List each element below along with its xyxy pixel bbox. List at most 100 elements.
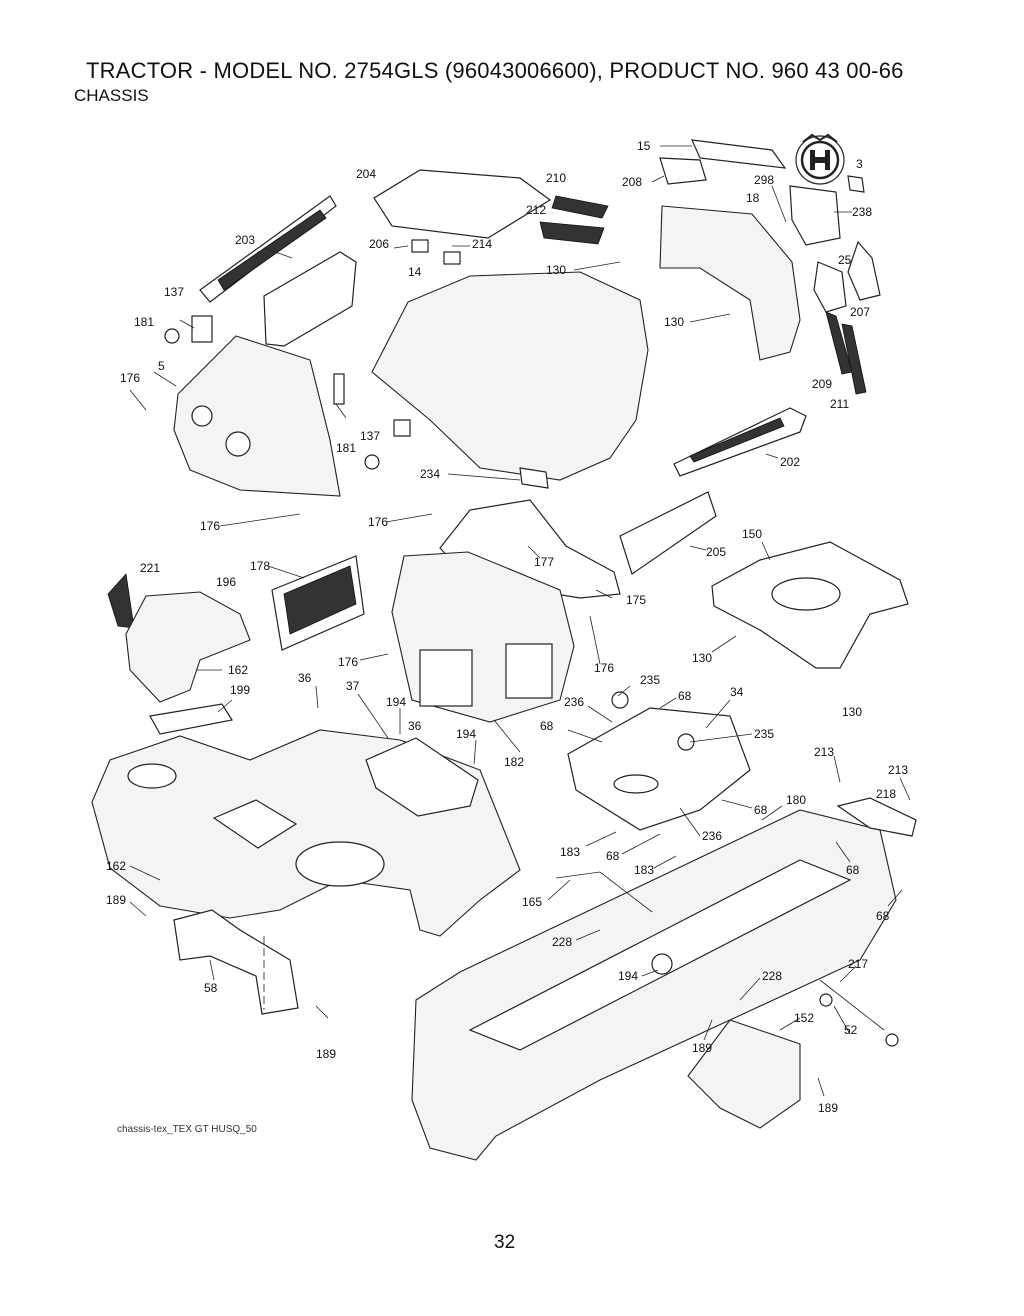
callout-228a: 228: [552, 935, 572, 949]
callout-217: 217: [848, 957, 868, 971]
part-52-washer: [819, 993, 833, 1007]
callout-150: 150: [742, 527, 762, 541]
part-165-rod: [555, 871, 653, 913]
part-194-hub: [651, 953, 673, 975]
part-fender-pocket: [212, 799, 298, 849]
callout-194a: 194: [386, 695, 406, 709]
drawing-reference-note: chassis-tex_TEX GT HUSQ_50: [117, 1124, 257, 1135]
callout-152: 152: [794, 1011, 814, 1025]
callout-209: 209: [812, 377, 832, 391]
callout-189a: 189: [106, 893, 126, 907]
callout-203: 203: [235, 233, 255, 247]
callout-202: 202: [780, 455, 800, 469]
part-137-clip: [191, 315, 213, 343]
part-196-seat-pan: [125, 591, 251, 703]
part-5-dashboard: [173, 335, 341, 497]
callout-130c: 130: [692, 651, 712, 665]
part-204-hood-panel: [373, 169, 552, 239]
part-14-hood: [371, 271, 649, 481]
part-fender: [91, 729, 521, 937]
part-203-grille-mesh: [217, 209, 327, 291]
part-5-gauge-hole-2: [191, 405, 213, 427]
callout-52: 52: [844, 1023, 858, 1037]
callout-181a: 181: [134, 315, 154, 329]
part-58-bracket: [173, 909, 299, 1015]
leader-lines: [129, 145, 911, 1097]
part-207-trim: [813, 261, 847, 313]
callout-175: 175: [626, 593, 646, 607]
callout-176a: 176: [120, 371, 140, 385]
callout-34: 34: [730, 685, 744, 699]
callout-212: 212: [526, 203, 546, 217]
part-fender-opening: [295, 841, 385, 887]
part-25-side-trim: [847, 240, 881, 301]
section-subtitle: CHASSIS: [74, 86, 149, 105]
callout-235b: 235: [754, 727, 774, 741]
callout-214: 214: [472, 237, 492, 251]
callout-235a: 235: [640, 673, 660, 687]
callout-213a: 213: [814, 745, 834, 759]
part-34-pedal-plate: [567, 707, 751, 831]
callout-130a: 130: [546, 263, 566, 277]
part-221-decal: [107, 573, 135, 629]
callout-236b: 236: [702, 829, 722, 843]
callout-207: 207: [850, 305, 870, 319]
part-178-vent-mesh: [283, 565, 357, 635]
callout-68f: 68: [876, 909, 890, 923]
callout-211: 211: [830, 397, 849, 411]
callout-228b: 228: [762, 969, 782, 983]
part-52-washer-2: [885, 1033, 899, 1047]
callout-5: 5: [158, 359, 165, 373]
part-199-plate: [149, 703, 233, 735]
callout-177: 177: [534, 555, 554, 569]
callout-15: 15: [637, 139, 651, 153]
part-fender-opening-2: [127, 763, 177, 789]
part-182-panel-window: [419, 649, 473, 707]
part-217-rod: [819, 979, 885, 1031]
callout-165: 165: [522, 895, 542, 909]
callout-176c: 176: [368, 515, 388, 529]
callout-130b: 130: [664, 315, 684, 329]
callout-218: 218: [876, 787, 896, 801]
callout-137b: 137: [360, 429, 380, 443]
callout-234: 234: [420, 467, 440, 481]
callout-3: 3: [856, 157, 863, 171]
part-235-bushing-2: [677, 733, 695, 751]
callout-176d: 176: [338, 655, 358, 669]
callout-176e: 176: [594, 661, 614, 675]
callout-68e: 68: [846, 863, 860, 877]
callout-68d: 68: [606, 849, 620, 863]
part-182-panel-window-2: [505, 643, 553, 699]
callout-206: 206: [369, 237, 389, 251]
callout-137a: 137: [164, 285, 184, 299]
part-202-grille-mesh: [689, 417, 785, 463]
callout-189b: 189: [316, 1047, 336, 1061]
callout-162a: 162: [228, 663, 248, 677]
part-152-shield: [687, 1019, 801, 1129]
callout-181b: 181: [336, 441, 356, 455]
callout-213b: 213: [888, 763, 908, 777]
callout-58: 58: [204, 981, 218, 995]
callout-183a: 183: [560, 845, 580, 859]
callout-199: 199: [230, 683, 250, 697]
callout-194b: 194: [456, 727, 476, 741]
callout-182: 182: [504, 755, 524, 769]
callout-18: 18: [746, 191, 760, 205]
callout-236a: 236: [564, 695, 584, 709]
part-210-mesh: [551, 195, 609, 219]
husqvarna-crown-logo: [795, 133, 845, 185]
callout-204: 204: [356, 167, 376, 181]
part-212-mesh: [539, 221, 605, 245]
part-234-decal: [519, 467, 549, 489]
part-206-bracket: [263, 251, 357, 347]
callout-68b: 68: [540, 719, 554, 733]
part-18-hood-nose: [659, 205, 801, 361]
part-5-gauge-hole: [225, 431, 251, 457]
part-208-bracket: [659, 157, 707, 185]
callout-189c: 189: [692, 1041, 712, 1055]
page-title: TRACTOR - MODEL NO. 2754GLS (96043006600…: [86, 58, 904, 83]
callout-189d: 189: [818, 1101, 838, 1115]
callout-196: 196: [216, 575, 236, 589]
callout-68a: 68: [678, 689, 692, 703]
